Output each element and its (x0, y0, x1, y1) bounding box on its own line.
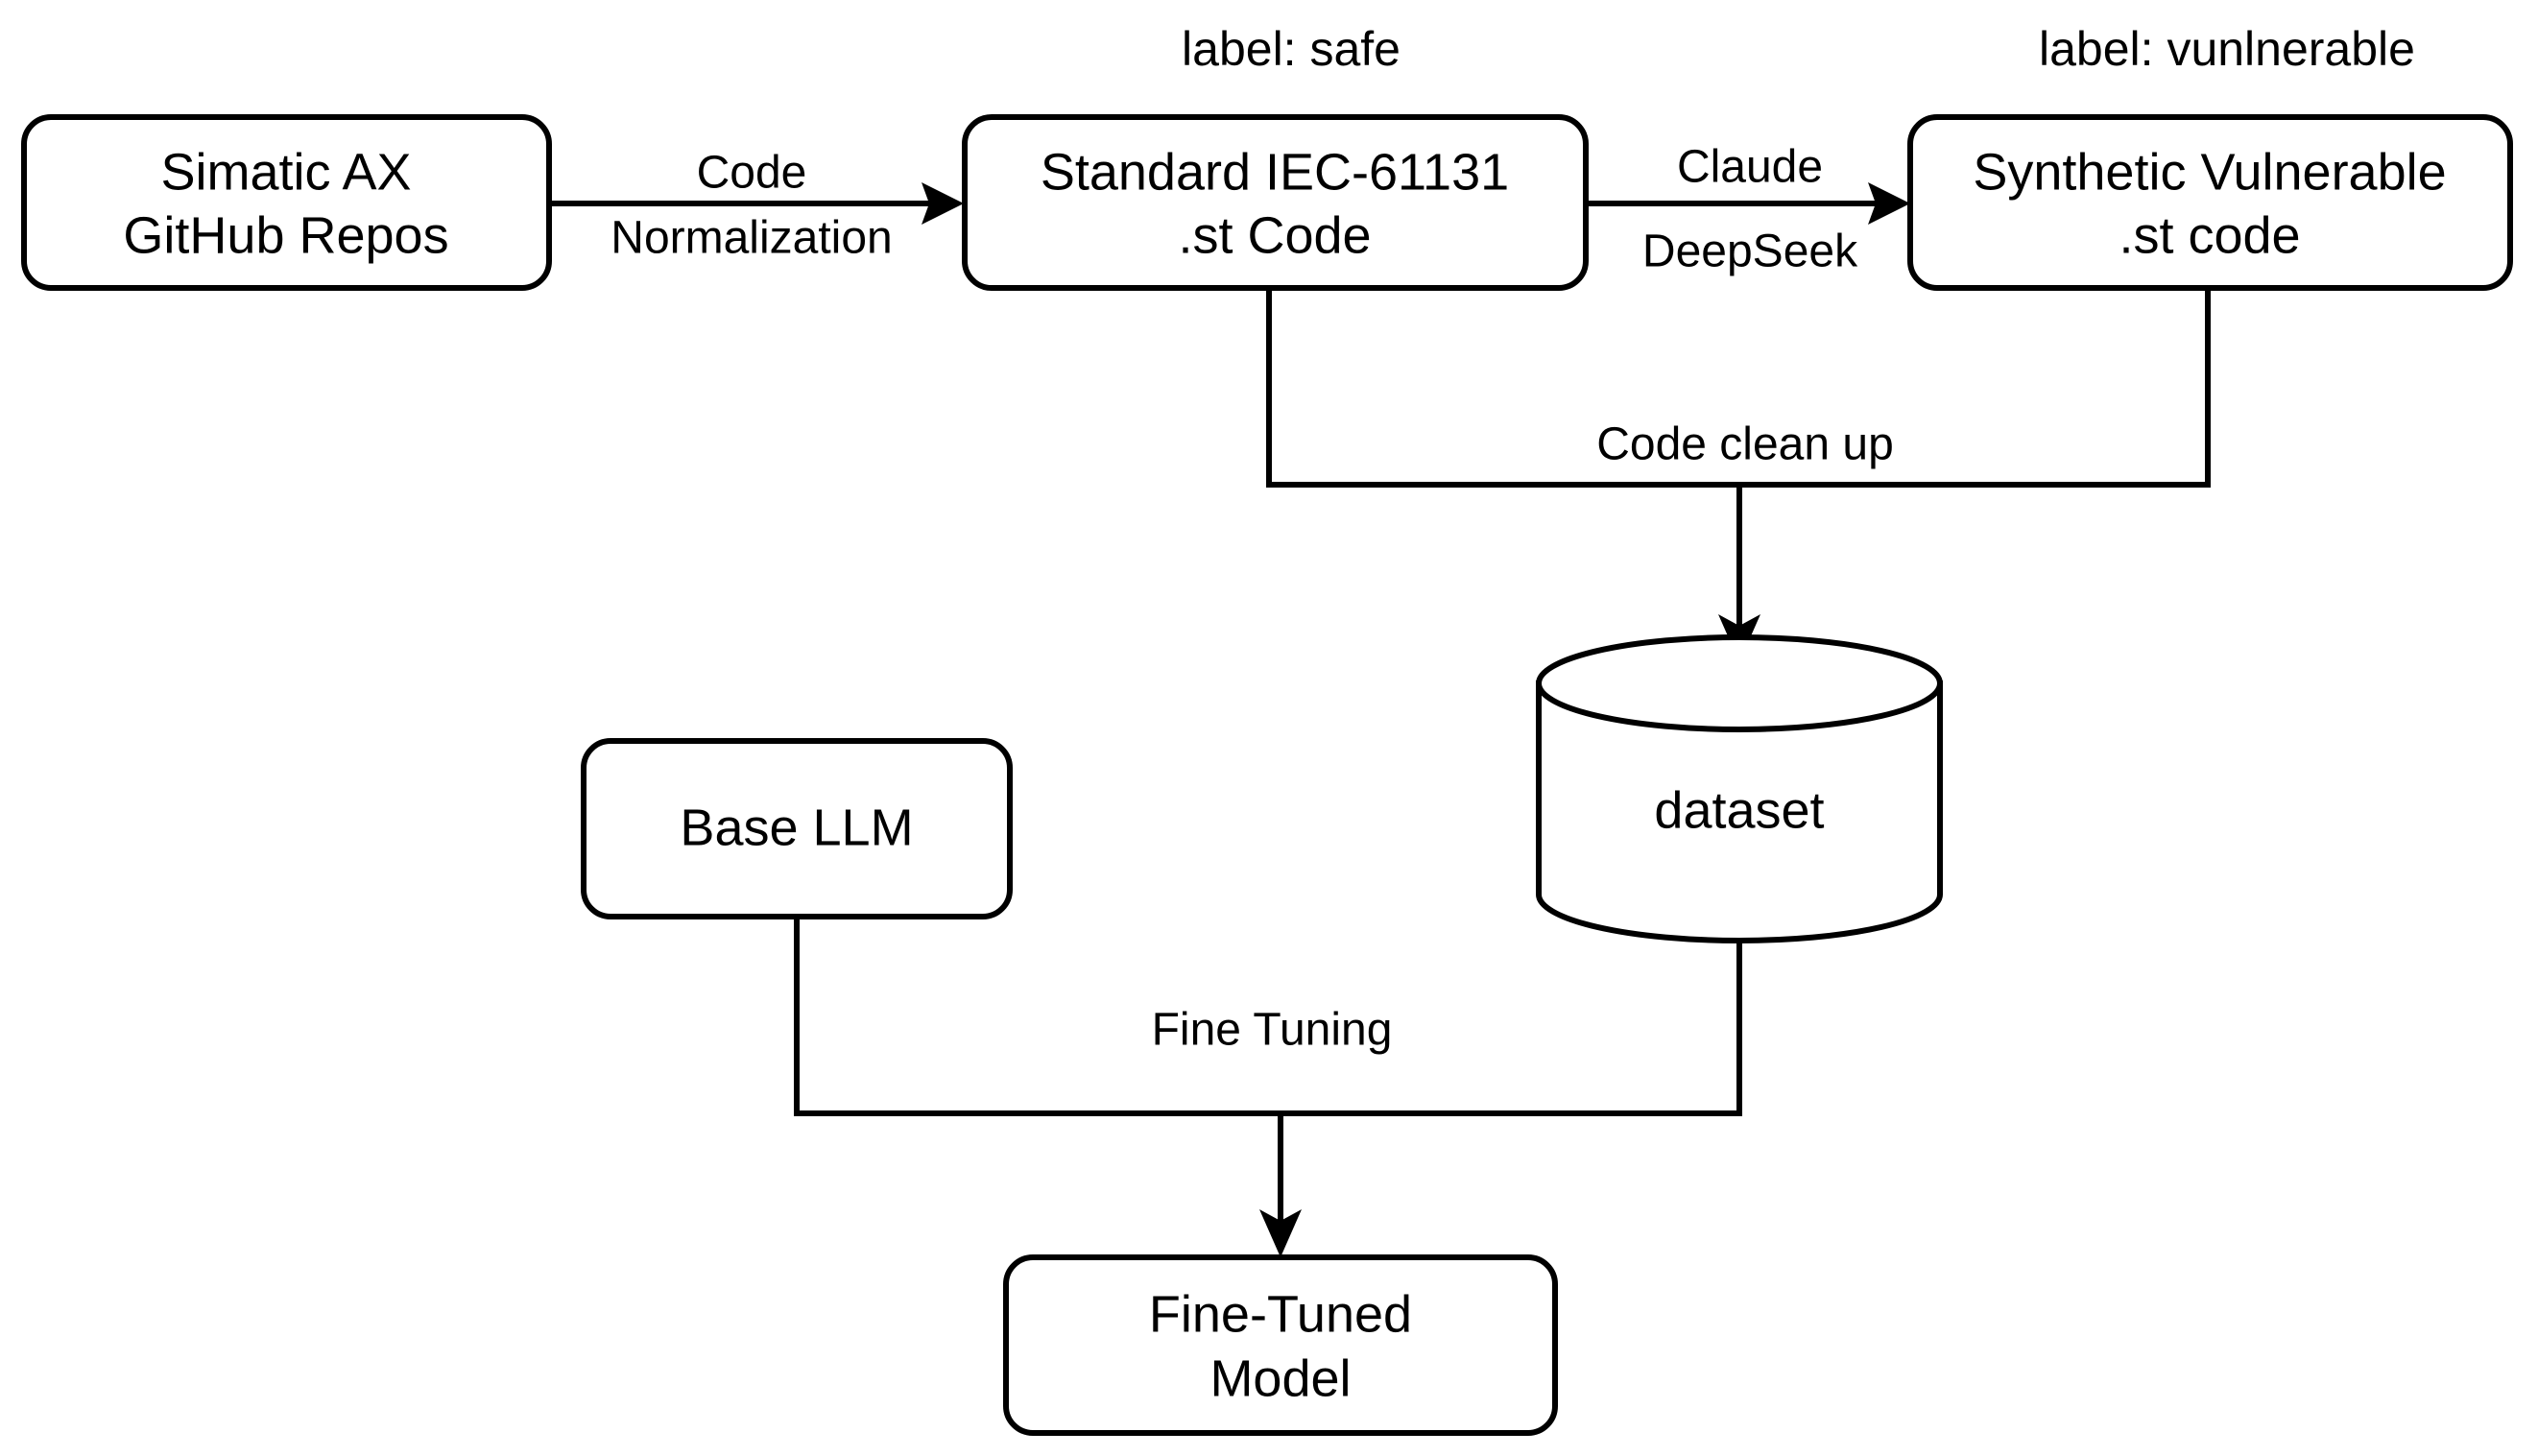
edge-normalization-label-line2: Normalization (611, 213, 892, 264)
edge-generation (1586, 182, 1910, 225)
edge-generation-label-line2: DeepSeek (1642, 227, 1858, 277)
annotation-safe-label: label: safe (1182, 22, 1401, 76)
node-fine-tuned-model-line1: Fine-Tuned (1149, 1285, 1412, 1343)
node-base-llm[interactable]: Base LLM (581, 738, 1013, 919)
node-synthetic-code-shape[interactable] (1907, 114, 2513, 291)
node-source-repos-line1: Simatic AX (160, 143, 411, 201)
node-source-repos-line2: GitHub Repos (123, 206, 448, 264)
node-dataset-body[interactable] (1536, 680, 1943, 943)
node-fine-tuned-model-line2: Model (1209, 1349, 1351, 1407)
edge-normalization-label-line1: Code (697, 148, 807, 199)
node-fine-tuned-model-shape[interactable] (1003, 1254, 1558, 1436)
edge-fine-tuning-label: Fine Tuning (1152, 1005, 1393, 1056)
node-fine-tuned-model[interactable]: Fine-Tuned Model (1003, 1254, 1558, 1436)
edge-fine-tuning (794, 917, 1742, 1257)
edge-fine-tuning-bracket (794, 917, 1742, 1116)
node-base-llm-shape[interactable] (581, 738, 1013, 919)
node-synthetic-code-line2: .st code (2119, 206, 2300, 264)
node-synthetic-code-line1: Synthetic Vulnerable (1973, 143, 2446, 201)
edge-generation-arrowhead (1868, 182, 1910, 225)
node-dataset-label: dataset (1654, 781, 1824, 839)
node-dataset[interactable]: dataset (1536, 634, 1943, 943)
edge-fine-tuning-arrowhead (1259, 1209, 1302, 1257)
edge-cleanup-label: Code clean up (1596, 419, 1894, 470)
node-standard-code-line2: .st Code (1178, 206, 1371, 264)
node-standard-code[interactable]: Standard IEC-61131 .st Code (962, 114, 1589, 291)
node-dataset-top (1536, 634, 1943, 732)
edge-normalization-arrowhead (922, 182, 964, 225)
node-source-repos[interactable]: Simatic AX GitHub Repos (21, 114, 552, 291)
node-standard-code-shape[interactable] (962, 114, 1589, 291)
edge-cleanup (1266, 288, 2211, 662)
annotation-vulnerable-label: label: vunlnerable (2039, 22, 2415, 76)
node-base-llm-label: Base LLM (680, 799, 913, 856)
edge-generation-label-line1: Claude (1677, 142, 1823, 193)
node-source-repos-shape[interactable] (21, 114, 552, 291)
edge-normalization (549, 182, 964, 225)
node-standard-code-line1: Standard IEC-61131 (1041, 143, 1509, 201)
node-synthetic-code[interactable]: Synthetic Vulnerable .st code (1907, 114, 2513, 291)
